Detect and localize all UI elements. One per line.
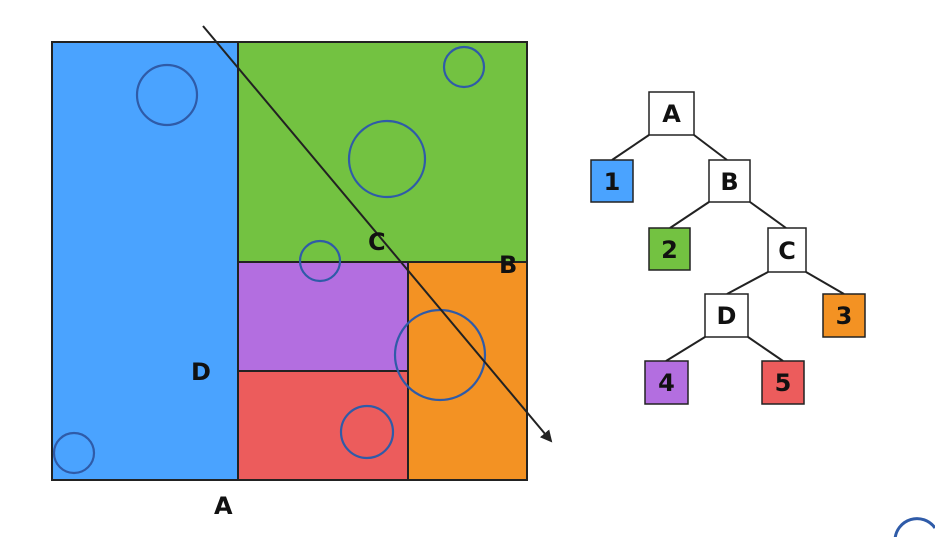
circle-object bbox=[52, 431, 96, 475]
tree-node-a-label: A bbox=[662, 100, 681, 128]
circle-object bbox=[298, 239, 342, 283]
tree-edge bbox=[669, 201, 710, 229]
region-green bbox=[238, 42, 527, 262]
label-a: A bbox=[214, 492, 233, 520]
tree-node-c-label: C bbox=[778, 237, 796, 265]
tree-node-b: B bbox=[708, 159, 751, 203]
tree-edge bbox=[693, 134, 728, 161]
region-purple bbox=[238, 262, 408, 371]
label-d: D bbox=[191, 358, 211, 386]
tree-edge bbox=[805, 271, 845, 295]
tree-leaf-3: 3 bbox=[822, 293, 866, 338]
tree-edge bbox=[747, 336, 784, 362]
tree-nodes: A B C D 1 2 3 4 bbox=[590, 91, 866, 405]
corner-logo-arc-icon bbox=[893, 517, 935, 537]
circle-object bbox=[339, 404, 395, 460]
tree-edge bbox=[726, 271, 769, 295]
tree-leaf-4-label: 4 bbox=[658, 369, 675, 397]
tree-node-a: A bbox=[648, 91, 695, 136]
tree-edge bbox=[665, 336, 706, 362]
tree-leaf-5-label: 5 bbox=[775, 369, 792, 397]
tree-leaf-2-label: 2 bbox=[661, 236, 678, 264]
region-red bbox=[238, 371, 408, 480]
tree-leaf-2: 2 bbox=[648, 227, 691, 271]
tree-leaf-3-label: 3 bbox=[836, 302, 853, 330]
tree-edge bbox=[749, 201, 787, 229]
label-c: C bbox=[368, 228, 386, 256]
label-b: B bbox=[499, 251, 517, 279]
tree-edge bbox=[611, 134, 650, 161]
circle-object bbox=[347, 119, 427, 199]
tree-leaf-4: 4 bbox=[644, 360, 689, 405]
tree-node-b-label: B bbox=[720, 168, 738, 196]
tree-node-d-label: D bbox=[717, 302, 737, 330]
partition-regions bbox=[52, 42, 527, 480]
tree-edges bbox=[611, 134, 845, 362]
region-orange bbox=[408, 262, 527, 480]
partition-lines bbox=[51, 41, 528, 481]
tree-leaf-1: 1 bbox=[590, 159, 634, 203]
tree-leaf-1-label: 1 bbox=[604, 168, 621, 196]
tree-node-d: D bbox=[704, 293, 749, 338]
view-ray-arrow bbox=[202, 25, 553, 443]
region-blue bbox=[52, 42, 238, 480]
tree-node-c: C bbox=[767, 227, 807, 273]
tree-leaf-5: 5 bbox=[761, 360, 805, 405]
circle-object bbox=[442, 45, 486, 89]
circle-object bbox=[135, 63, 199, 127]
